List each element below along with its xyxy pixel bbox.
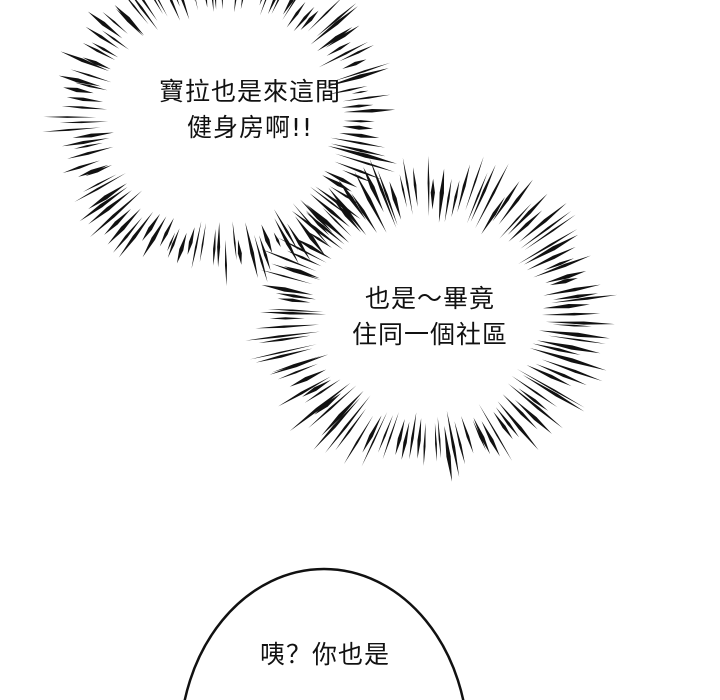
burst-bubble-1-text: 寶拉也是來這間 健身房啊!! [100,74,400,146]
speech-bubble-3-text: 咦？你也是 [200,637,450,673]
bubble-2-line-1: 也是～畢竟 [364,284,495,313]
bubble-1-line-1: 寶拉也是來這間 [158,77,341,106]
bubble-3-line-1: 咦？你也是 [259,640,390,669]
bubble-2-line-2: 住同一個社區 [351,320,508,349]
burst-bubble-2-lines [245,155,618,482]
burst-bubble-2-text: 也是～畢竟 住同一個社區 [300,281,560,353]
bubble-1-line-2: 健身房啊!! [186,113,314,142]
speech-bubble-3-outline [183,567,465,700]
burst-bubble-1-lines [42,0,398,287]
